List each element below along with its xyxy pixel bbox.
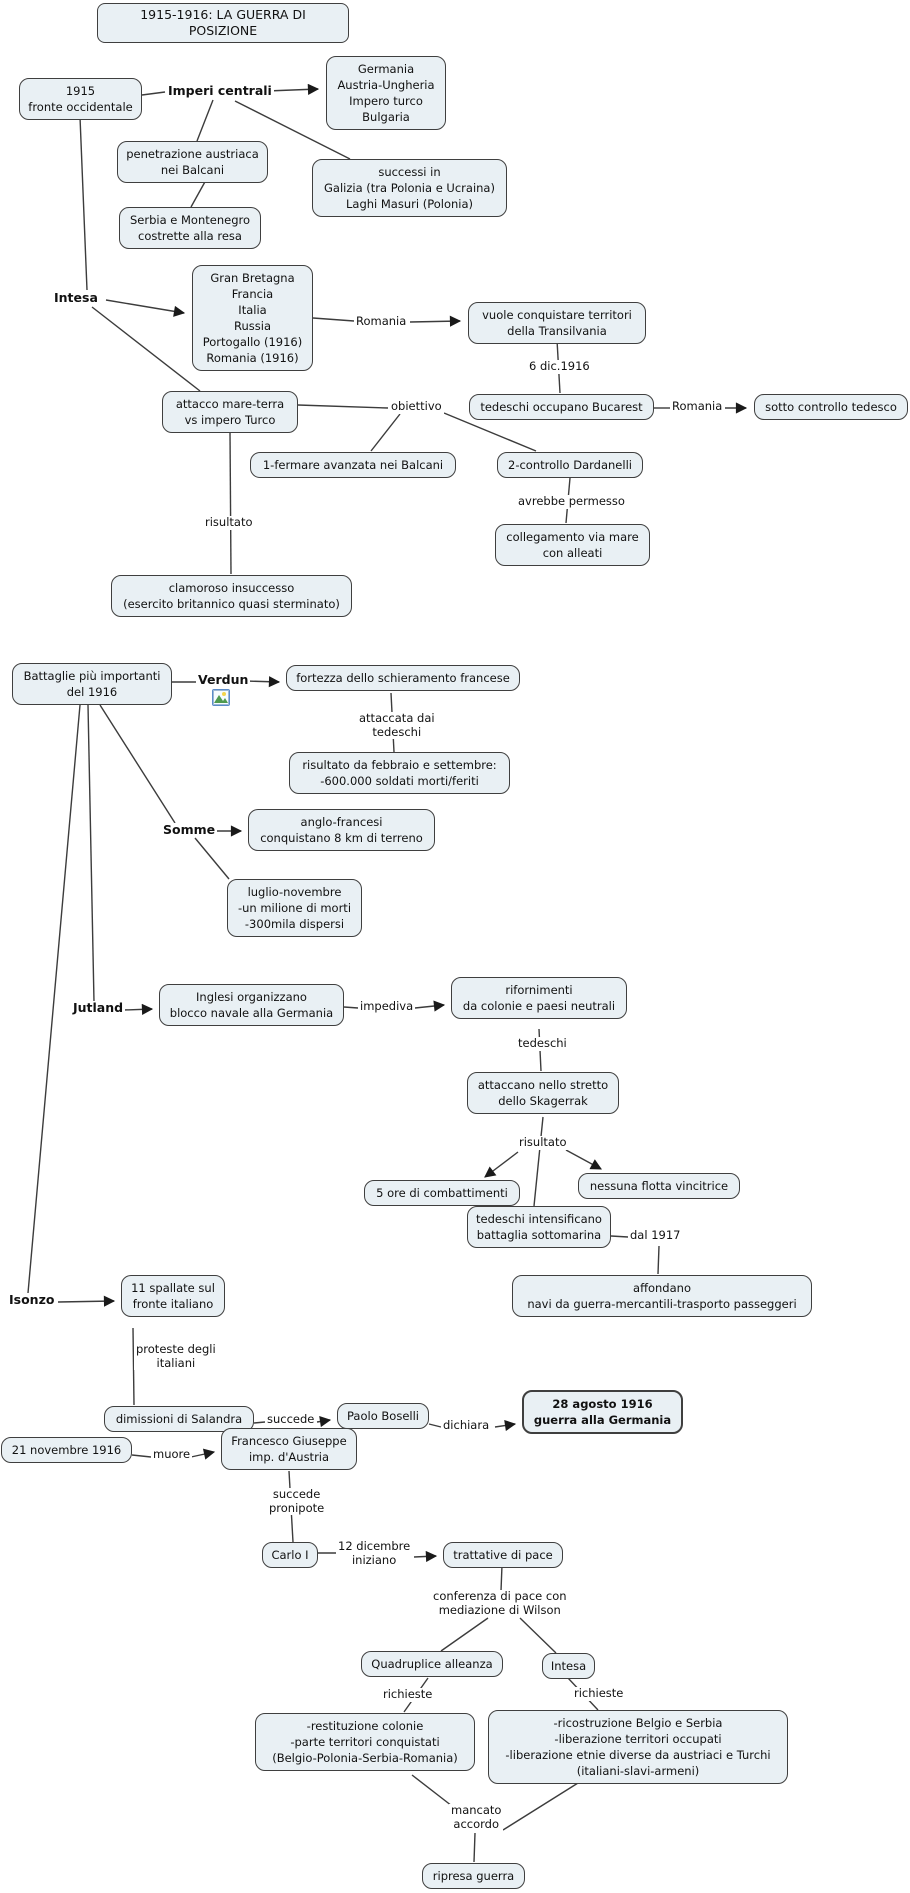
link-label-succede[interactable]: succede	[265, 1412, 317, 1427]
node-transilvania[interactable]: vuole conquistare territori della Transi…	[468, 302, 646, 344]
node-penetrazione-balcani[interactable]: penetrazione austriaca nei Balcani	[117, 141, 268, 183]
link-label-dichiara[interactable]: dichiara	[441, 1418, 492, 1433]
link-label-isonzo[interactable]: Isonzo	[7, 1292, 57, 1307]
picture-icon[interactable]	[212, 689, 230, 706]
node-quadruplice-alleanza[interactable]: Quadruplice alleanza	[361, 1651, 503, 1677]
node-blocco-navale[interactable]: Inglesi organizzano blocco navale alla G…	[159, 984, 344, 1026]
node-clamoroso-insuccesso[interactable]: clamoroso insuccesso (esercito britannic…	[111, 575, 352, 617]
node-controllo-tedesco[interactable]: sotto controllo tedesco	[754, 394, 908, 420]
link-label-richieste-right[interactable]: richieste	[572, 1686, 626, 1701]
node-dimissioni-salandra[interactable]: dimissioni di Salandra	[104, 1406, 254, 1432]
node-carlo-i[interactable]: Carlo I	[262, 1542, 318, 1568]
link-label-attaccata-dai-tedeschi[interactable]: attaccata dai tedeschi	[357, 711, 437, 739]
node-imperi-centrali-membri[interactable]: Germania Austria-Ungheria Impero turco B…	[326, 56, 446, 130]
link-label-proteste-italiani[interactable]: proteste degli italiani	[134, 1342, 218, 1370]
node-11-spallate[interactable]: 11 spallate sul fronte italiano	[121, 1275, 225, 1317]
node-battaglie-1916[interactable]: Battaglie più importanti del 1916	[12, 663, 172, 705]
link-label-succede-pronipote[interactable]: succede pronipote	[267, 1487, 327, 1515]
link-label-mancato-accordo[interactable]: mancato accordo	[449, 1803, 504, 1831]
node-stretto-skagerrak[interactable]: attaccano nello stretto dello Skagerrak	[467, 1072, 619, 1114]
node-controllo-dardanelli[interactable]: 2-controllo Dardanelli	[497, 452, 643, 478]
node-paolo-boselli[interactable]: Paolo Boselli	[337, 1403, 429, 1429]
map-title-node[interactable]: 1915-1916: LA GUERRA DI POSIZIONE	[97, 3, 349, 43]
node-risultato-verdun[interactable]: risultato da febbraio e settembre: -600.…	[289, 752, 510, 794]
node-trattative-pace[interactable]: trattative di pace	[443, 1542, 563, 1568]
link-label-conferenza-wilson[interactable]: conferenza di pace con mediazione di Wil…	[431, 1589, 569, 1617]
node-1915-fronte-occidentale[interactable]: 1915 fronte occidentale	[19, 78, 142, 120]
link-label-12-dicembre[interactable]: 12 dicembre iniziano	[336, 1539, 413, 1567]
node-intesa-membri[interactable]: Gran Bretagna Francia Italia Russia Port…	[192, 265, 313, 371]
node-francesco-giuseppe[interactable]: Francesco Giuseppe imp. d'Austria	[221, 1428, 357, 1470]
node-occupano-bucarest[interactable]: tedeschi occupano Bucarest	[469, 394, 654, 420]
link-label-dal-1917[interactable]: dal 1917	[628, 1228, 683, 1243]
link-label-6-dic-1916[interactable]: 6 dic.1916	[527, 359, 592, 374]
node-guerra-alla-germania[interactable]: 28 agosto 1916 guerra alla Germania	[522, 1390, 683, 1434]
link-label-imperi-centrali[interactable]: Imperi centrali	[166, 83, 274, 98]
node-ripresa-guerra[interactable]: ripresa guerra	[422, 1863, 525, 1889]
node-affondano-navi[interactable]: affondano navi da guerra-mercantili-tras…	[512, 1275, 812, 1317]
node-intesa-conferenza[interactable]: Intesa	[542, 1653, 595, 1679]
node-21-novembre-1916[interactable]: 21 novembre 1916	[1, 1437, 132, 1463]
node-richieste-intesa[interactable]: -ricostruzione Belgio e Serbia -liberazi…	[488, 1710, 788, 1784]
node-luglio-novembre[interactable]: luglio-novembre -un milione di morti -30…	[227, 879, 362, 937]
link-label-jutland[interactable]: Jutland	[71, 1000, 126, 1015]
link-label-richieste-left[interactable]: richieste	[381, 1687, 435, 1702]
node-serbia-montenegro[interactable]: Serbia e Montenegro costrette alla resa	[119, 207, 261, 249]
link-label-risultato-2[interactable]: risultato	[517, 1135, 569, 1150]
link-label-somme[interactable]: Somme	[161, 822, 218, 837]
link-label-tedeschi[interactable]: tedeschi	[516, 1036, 569, 1051]
node-collegamento-mare[interactable]: collegamento via mare con alleati	[495, 524, 650, 566]
link-label-romania-2[interactable]: Romania	[670, 399, 725, 414]
node-rifornimenti[interactable]: rifornimenti da colonie e paesi neutrali	[451, 977, 627, 1019]
node-fermare-avanzata[interactable]: 1-fermare avanzata nei Balcani	[250, 452, 456, 478]
link-label-verdun[interactable]: Verdun	[196, 672, 251, 687]
link-label-obiettivo[interactable]: obiettivo	[389, 399, 444, 414]
link-label-avrebbe-permesso[interactable]: avrebbe permesso	[516, 494, 627, 509]
link-label-intesa[interactable]: Intesa	[52, 290, 100, 305]
link-label-risultato-1[interactable]: risultato	[203, 515, 255, 530]
node-richieste-quadruplice[interactable]: -restituzione colonie -parte territori c…	[255, 1713, 475, 1771]
link-label-romania-1[interactable]: Romania	[354, 314, 409, 329]
node-nessuna-flotta[interactable]: nessuna flotta vincitrice	[578, 1173, 740, 1199]
node-battaglia-sottomarina[interactable]: tedeschi intensificano battaglia sottoma…	[467, 1206, 611, 1248]
node-fortezza-francese[interactable]: fortezza dello schieramento francese	[286, 665, 520, 691]
link-label-impediva[interactable]: impediva	[358, 999, 416, 1014]
node-successi-galizia[interactable]: successi in Galizia (tra Polonia e Ucrai…	[312, 159, 507, 217]
link-label-muore[interactable]: muore	[151, 1447, 193, 1462]
node-anglo-francesi[interactable]: anglo-francesi conquistano 8 km di terre…	[248, 809, 435, 851]
node-5-ore-combattimenti[interactable]: 5 ore di combattimenti	[364, 1180, 520, 1206]
node-attacco-mare-terra[interactable]: attacco mare-terra vs impero Turco	[162, 391, 298, 433]
